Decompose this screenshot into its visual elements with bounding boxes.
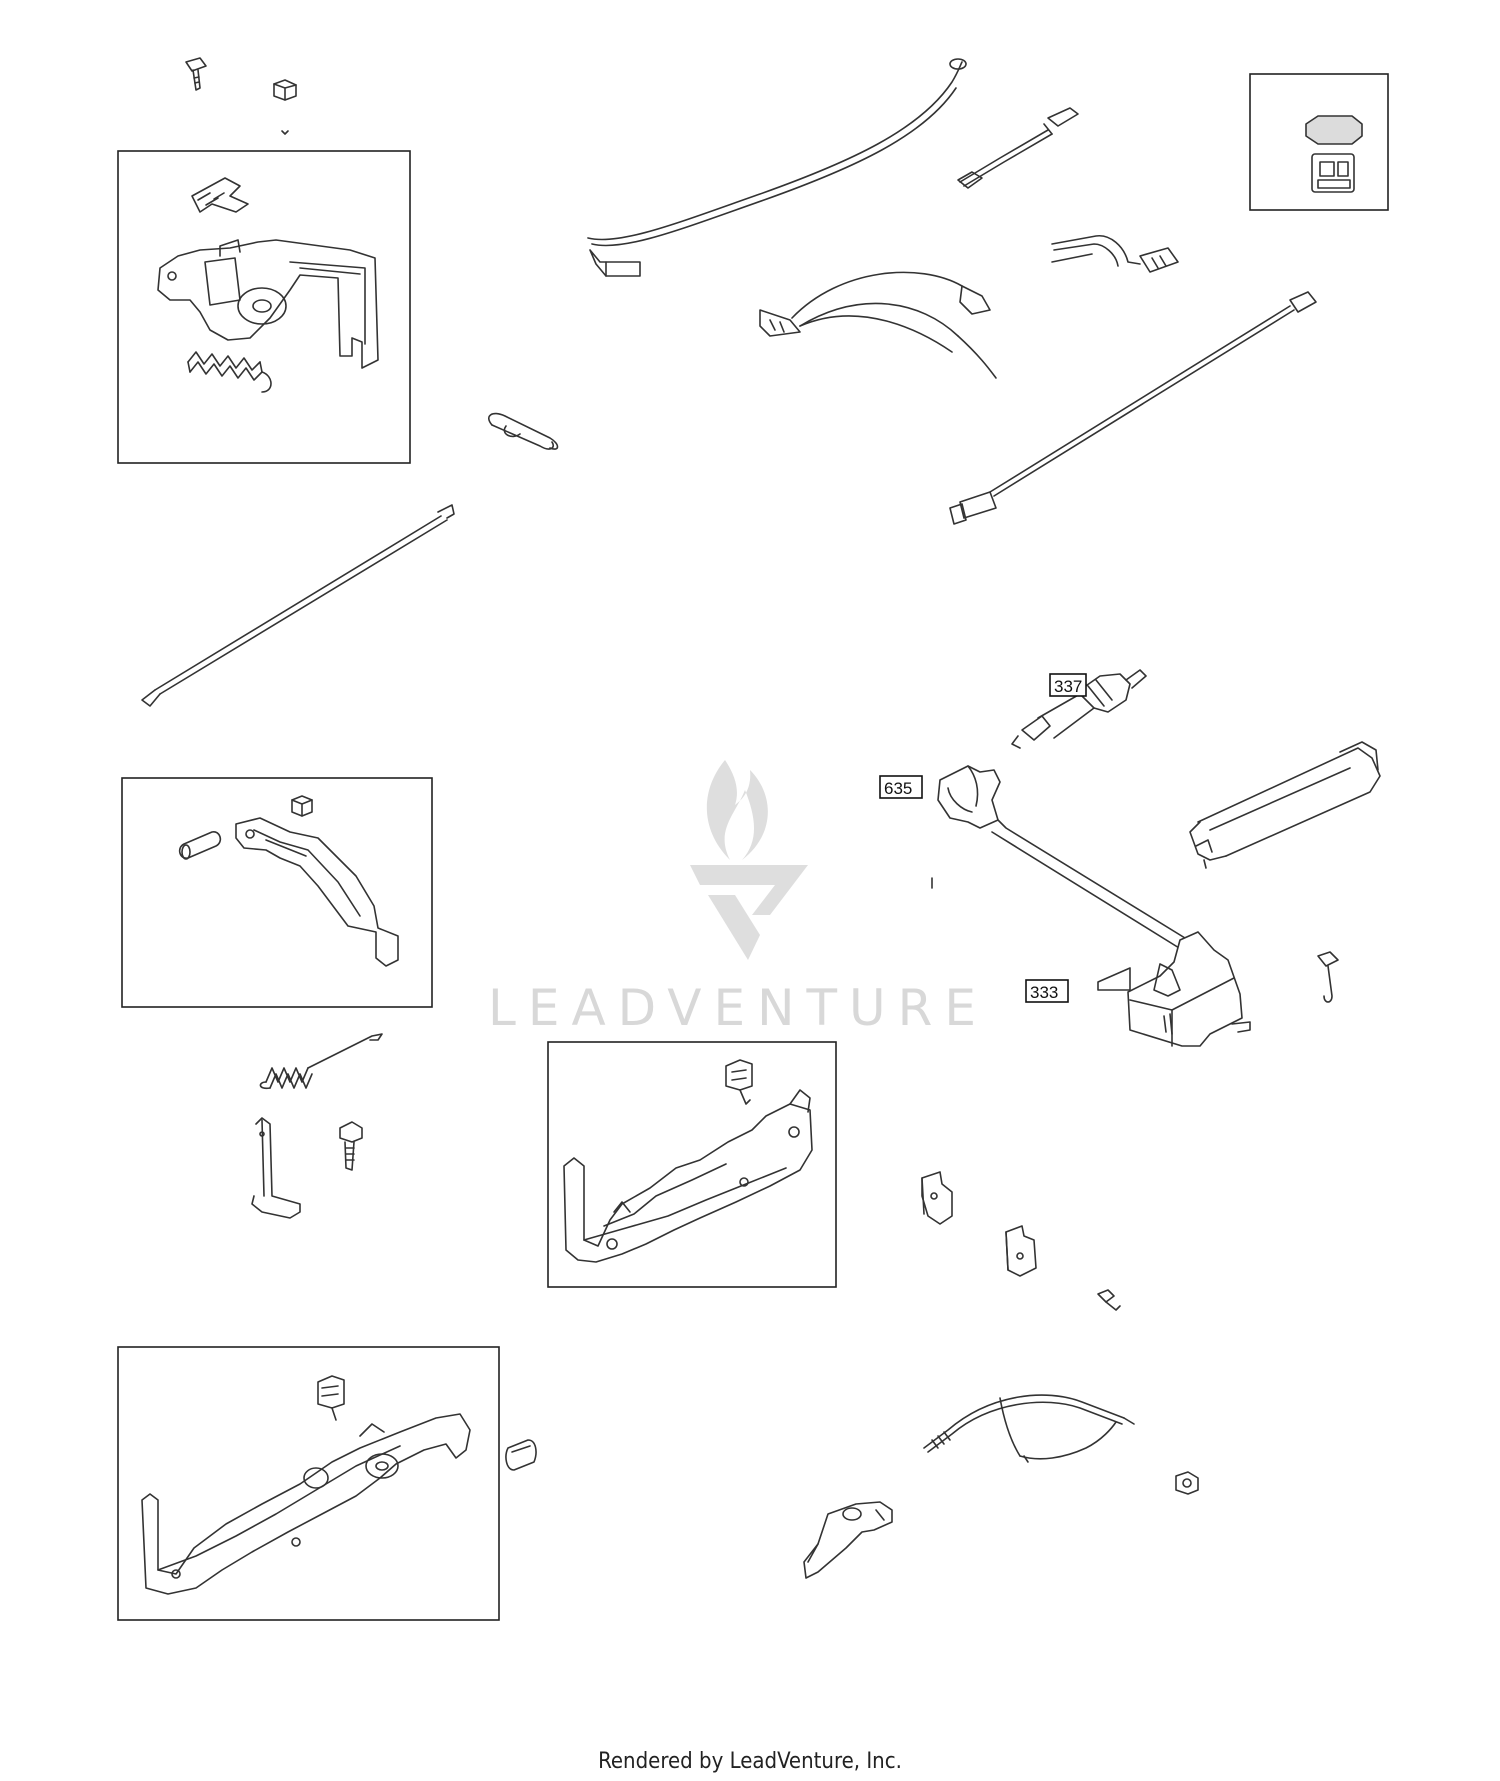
spark-plug xyxy=(1021,669,1147,741)
screw xyxy=(1317,951,1339,1003)
small-bracket-b xyxy=(1005,1225,1037,1277)
control-assembly xyxy=(141,1413,471,1595)
control-bracket xyxy=(563,1089,813,1263)
governor-link-rod xyxy=(141,504,455,707)
leadventure-watermark-logo xyxy=(690,760,808,960)
control-lever xyxy=(235,817,399,967)
control-nut xyxy=(291,795,313,817)
small-screw xyxy=(1097,1289,1121,1311)
governor-lever xyxy=(157,239,379,369)
callout-635: 635 xyxy=(879,775,923,799)
footer-attribution: Rendered by LeadVenture, Inc. xyxy=(598,1749,902,1774)
connector-body xyxy=(1311,153,1355,193)
frame-connector-kit xyxy=(1249,73,1389,211)
assembly-clip xyxy=(317,1375,345,1421)
cable-nut xyxy=(1175,1471,1199,1495)
throttle-spring xyxy=(259,1033,383,1090)
throttle-lever xyxy=(803,1501,893,1579)
ignition-coil xyxy=(937,765,1251,1047)
callout-337-label: 337 xyxy=(1054,677,1082,696)
governor-spring xyxy=(187,351,272,393)
spark-plug-gap-tip xyxy=(1011,735,1021,749)
shoulder-bolt xyxy=(339,1121,363,1171)
mounting-bracket xyxy=(251,1117,301,1219)
callout-333: 333 xyxy=(1025,979,1069,1003)
callout-635-label: 635 xyxy=(884,779,912,798)
watermark-text: LEADVENTURE xyxy=(488,979,988,1037)
stop-switch-wire xyxy=(949,291,1317,525)
callout-333-label: 333 xyxy=(1030,983,1058,1002)
hex-bolt xyxy=(185,57,207,91)
frame-governor-lever-kit xyxy=(117,150,411,464)
jumper-wire xyxy=(957,107,1079,189)
small-bracket-a xyxy=(921,1171,953,1225)
control-pin xyxy=(178,831,222,860)
frame-control-assembly-kit xyxy=(117,1346,500,1621)
wire-harness-dual xyxy=(759,271,997,379)
frame-control-lever-kit xyxy=(121,777,433,1008)
air-guide xyxy=(1189,741,1381,869)
hex-nut xyxy=(273,79,297,135)
wire-harness-single xyxy=(1051,235,1179,273)
governor-clip xyxy=(191,177,249,213)
connector-cap xyxy=(1305,115,1363,145)
bracket-clip xyxy=(725,1059,753,1105)
callout-337: 337 xyxy=(1049,673,1087,697)
rubber-pad xyxy=(505,1439,537,1471)
throttle-cable xyxy=(923,1394,1135,1463)
s-link xyxy=(488,412,559,450)
frame-control-bracket-kit xyxy=(547,1041,837,1288)
ground-wire xyxy=(587,58,967,277)
